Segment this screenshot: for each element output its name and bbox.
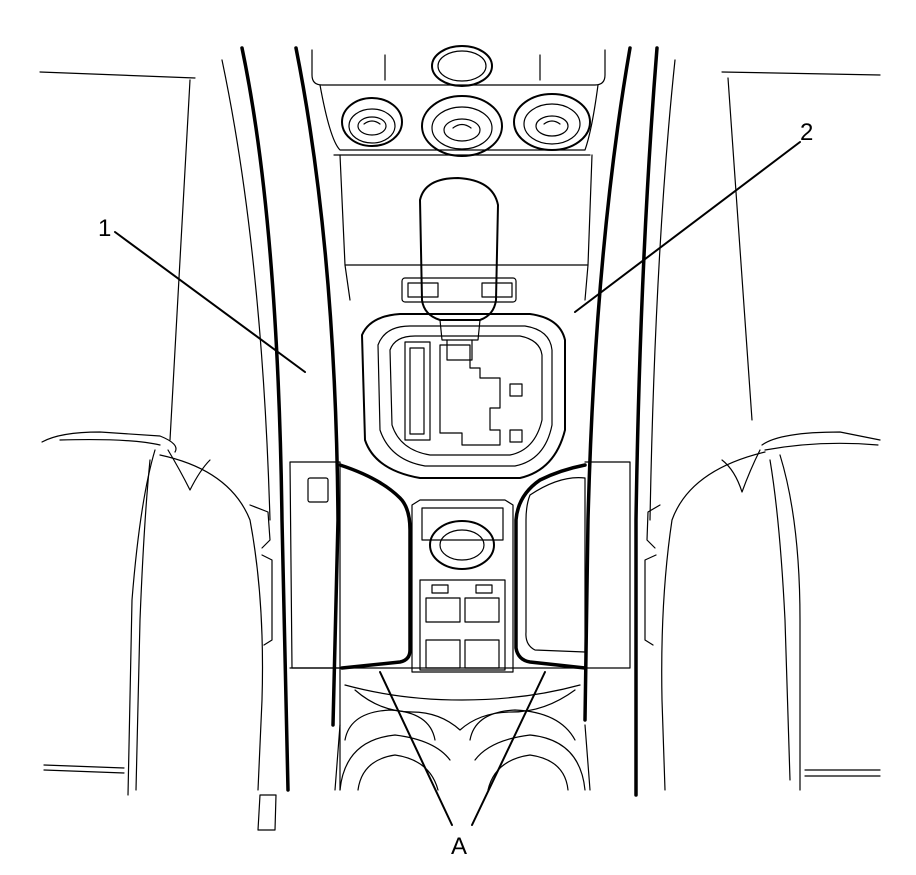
leader-lines xyxy=(114,141,801,826)
leader-line-2 xyxy=(574,141,801,313)
shift-lever xyxy=(419,177,499,361)
lower-switch-panel xyxy=(411,499,514,673)
shifter-bezel xyxy=(339,154,593,479)
left-seat-outline xyxy=(39,71,277,831)
right-trim-panel xyxy=(514,461,631,670)
shift-gate xyxy=(404,341,523,446)
leader-line-a-left xyxy=(379,671,453,826)
console-side-trim xyxy=(221,46,676,797)
callout-label-a: A xyxy=(451,833,467,860)
vent-knob-left xyxy=(341,97,403,147)
callout-label-2: 2 xyxy=(800,119,813,146)
callout-label-1: 1 xyxy=(98,215,111,242)
cup-holder xyxy=(334,667,591,791)
vent-knob-right xyxy=(513,93,591,151)
right-seat-outline xyxy=(644,71,881,791)
leader-line-a-right xyxy=(471,671,546,826)
vent-knob-center xyxy=(421,95,503,157)
leader-line-1 xyxy=(114,231,306,373)
left-trim-panel xyxy=(289,461,412,791)
